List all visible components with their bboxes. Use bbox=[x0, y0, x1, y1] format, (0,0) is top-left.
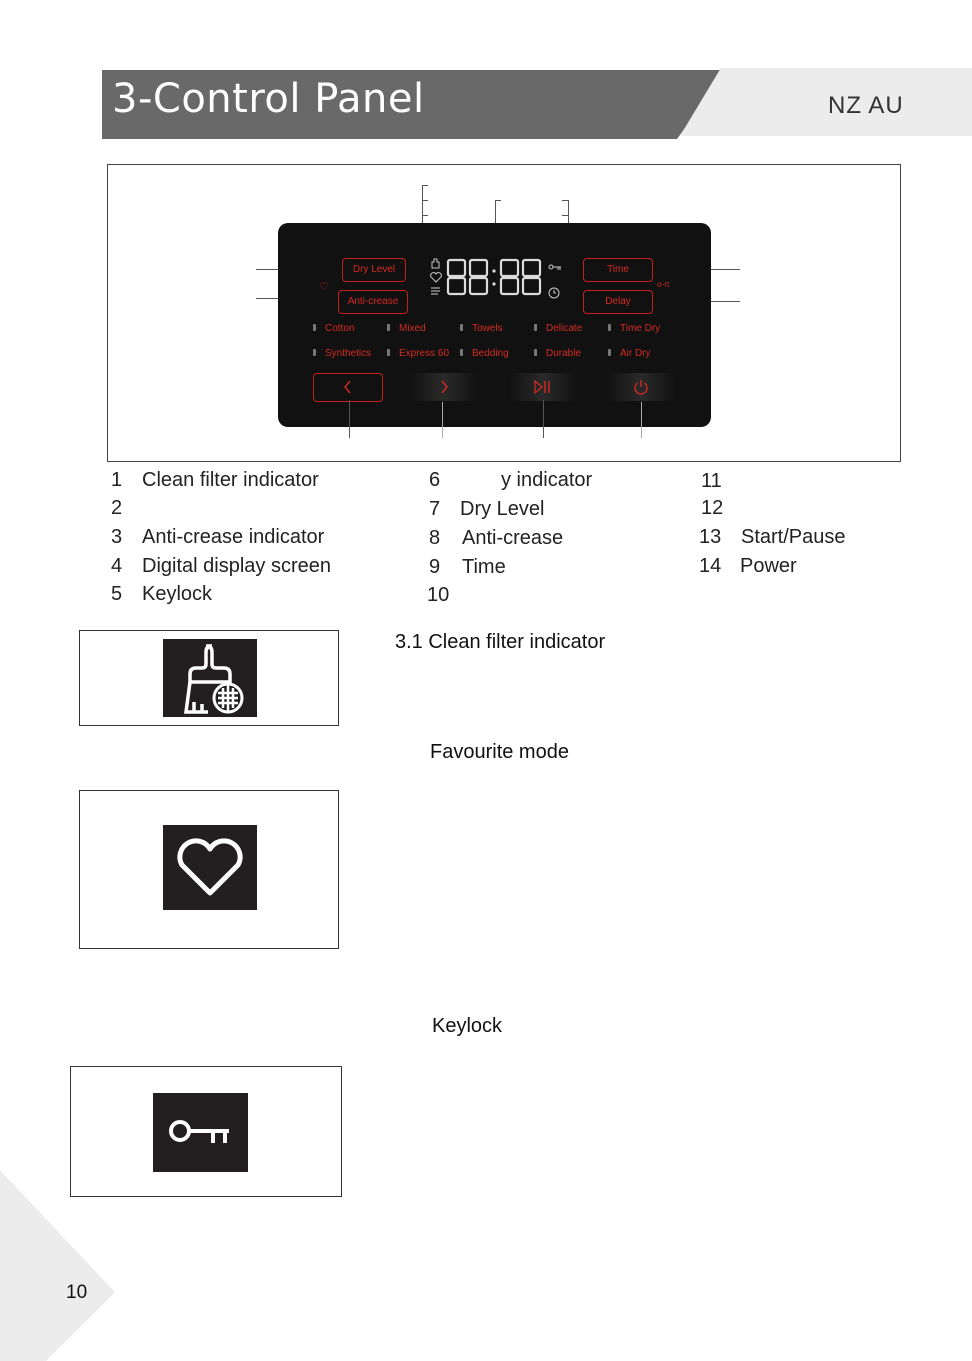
callout-tick bbox=[562, 215, 568, 216]
keylock-tile bbox=[153, 1093, 248, 1172]
program-delicate[interactable]: Delicate bbox=[546, 323, 583, 334]
program-synthetics[interactable]: Synthetics bbox=[325, 348, 372, 359]
clean-filter-small-icon bbox=[430, 257, 442, 275]
program-express-60[interactable]: Express 60 bbox=[399, 348, 450, 359]
play-pause-icon bbox=[534, 380, 550, 394]
legend-item-11: 11 bbox=[701, 470, 722, 492]
power-button[interactable] bbox=[607, 373, 675, 401]
program-mixed[interactable]: Mixed bbox=[399, 323, 426, 334]
chevron-left-icon bbox=[344, 380, 351, 394]
program-durable[interactable]: Durable bbox=[546, 348, 582, 359]
program-left-button[interactable] bbox=[313, 373, 383, 402]
key-small-icon: o-π bbox=[657, 280, 670, 289]
program-led bbox=[313, 324, 316, 331]
callout-tick bbox=[422, 215, 428, 216]
digital-display bbox=[446, 258, 542, 296]
callout-tick bbox=[495, 200, 501, 201]
program-led bbox=[387, 349, 390, 356]
anti-crease-button[interactable]: Anti-crease bbox=[338, 290, 408, 314]
legend-item-10: 10 bbox=[427, 584, 450, 606]
program-led bbox=[313, 349, 316, 356]
page-title: 3-Control Panel bbox=[112, 76, 425, 122]
legend-item-2: 2 bbox=[111, 497, 123, 519]
clean-filter-tile bbox=[163, 639, 257, 717]
heart-small-icon bbox=[430, 270, 442, 288]
start-pause-button[interactable] bbox=[509, 373, 577, 401]
program-led bbox=[534, 324, 537, 331]
program-air-dry[interactable]: Air Dry bbox=[620, 348, 651, 359]
clean-filter-icon bbox=[184, 644, 244, 714]
program-led bbox=[460, 349, 463, 356]
favourite-tile bbox=[163, 825, 257, 910]
region-label: NZ AU bbox=[828, 92, 904, 119]
page-number: 10 bbox=[66, 1282, 88, 1303]
clock-small-icon bbox=[548, 286, 560, 304]
callout-tick bbox=[422, 200, 428, 201]
program-towels[interactable]: Towels bbox=[472, 323, 503, 334]
callout-line-13 bbox=[543, 400, 544, 438]
section-clean-filter-heading: 3.1 Clean filter indicator bbox=[395, 631, 606, 653]
program-led bbox=[387, 324, 390, 331]
page-corner bbox=[0, 1170, 115, 1361]
region-tab bbox=[680, 68, 972, 136]
callout-line-11 bbox=[349, 400, 350, 438]
key-icon bbox=[168, 1119, 229, 1143]
section-keylock-heading: Keylock bbox=[432, 1015, 503, 1037]
section-favourite-heading: Favourite mode bbox=[430, 741, 569, 763]
keylock-small-icon bbox=[548, 258, 562, 276]
power-icon bbox=[634, 380, 648, 395]
program-right-button[interactable] bbox=[410, 373, 478, 401]
favourite-heart-icon: ♡ bbox=[319, 281, 329, 293]
callout-line-12 bbox=[442, 402, 443, 438]
callout-tick bbox=[562, 200, 568, 201]
program-cotton[interactable]: Cotton bbox=[325, 323, 355, 334]
callout-tick bbox=[422, 185, 428, 186]
chevron-right-icon bbox=[441, 380, 448, 394]
legend-item-12: 12 bbox=[701, 497, 724, 519]
anti-crease-small-icon bbox=[430, 284, 442, 302]
program-time-dry[interactable]: Time Dry bbox=[620, 323, 661, 334]
delay-button[interactable]: Delay bbox=[583, 290, 653, 314]
program-led bbox=[608, 324, 611, 331]
program-led bbox=[534, 349, 537, 356]
program-led bbox=[460, 324, 463, 331]
callout-line-14 bbox=[641, 402, 642, 438]
control-panel-figure bbox=[107, 164, 901, 462]
program-led bbox=[608, 349, 611, 356]
time-button[interactable]: Time bbox=[583, 258, 653, 282]
heart-icon bbox=[177, 837, 243, 895]
dry-level-button[interactable]: Dry Level bbox=[342, 258, 406, 282]
program-bedding[interactable]: Bedding bbox=[472, 348, 509, 359]
header-banner bbox=[102, 70, 727, 139]
